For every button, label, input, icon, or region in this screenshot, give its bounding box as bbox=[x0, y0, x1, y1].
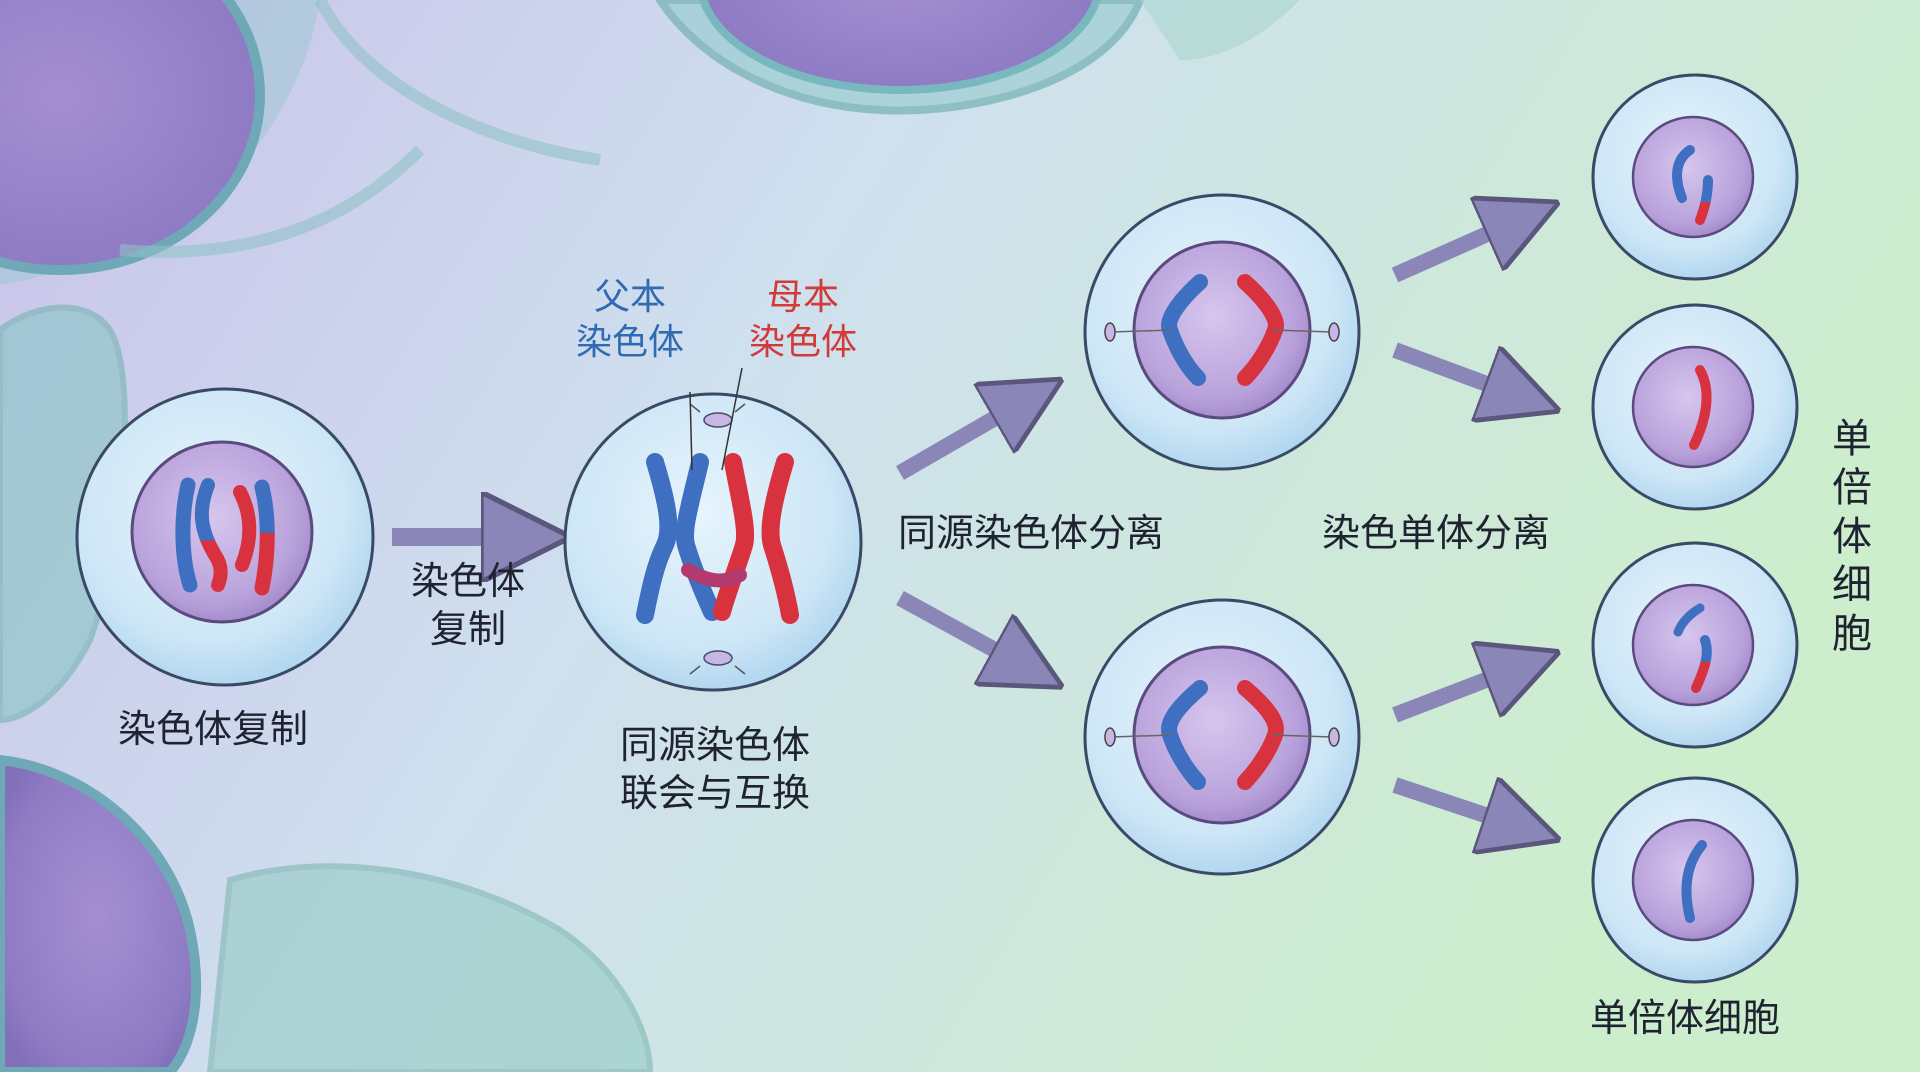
replication-arrow-line-1: 染色体 bbox=[410, 559, 525, 603]
chromosome-red bbox=[254, 479, 275, 596]
maternal-label-line-1: 母本 bbox=[766, 277, 839, 318]
cell-anaphase-upper bbox=[1083, 193, 1361, 471]
crossover bbox=[681, 563, 747, 588]
nucleus bbox=[130, 440, 314, 624]
haploid-cell-2 bbox=[1591, 303, 1799, 511]
bivalent-blue bbox=[675, 453, 721, 621]
arrow-to-upper-cell bbox=[895, 395, 1035, 480]
paternal-label-line-1: 父本 bbox=[593, 277, 666, 318]
haploid-cell-1 bbox=[1591, 73, 1799, 281]
bivalent-red bbox=[761, 453, 799, 624]
synapsis-caption-line-1: 同源染色体 bbox=[619, 723, 810, 767]
centrosome bbox=[703, 412, 733, 428]
haploid-vertical-label: 单倍体细胞 bbox=[1832, 416, 1872, 658]
replication-arrow-line-2: 复制 bbox=[429, 606, 506, 651]
arrow-to-haploid-2 bbox=[1392, 342, 1530, 400]
arrow-to-lower-cell bbox=[896, 590, 1035, 672]
haploid-cell-3 bbox=[1591, 541, 1799, 749]
bivalent-blue bbox=[636, 453, 678, 624]
maternal-label: 母本 染色体 bbox=[733, 275, 873, 365]
cell-replication bbox=[75, 387, 375, 687]
maternal-label-line-2: 染色体 bbox=[748, 322, 857, 363]
haploid-bottom-label: 单倍体细胞 bbox=[1590, 996, 1781, 1040]
arrow-to-haploid-1 bbox=[1391, 215, 1530, 283]
arrow-to-haploid-3 bbox=[1392, 663, 1530, 723]
chromosome-blue bbox=[175, 477, 198, 593]
replication-caption: 染色体复制 bbox=[118, 707, 309, 751]
replication-arrow-label: 染色体 复制 bbox=[398, 558, 538, 653]
bivalent-red bbox=[713, 453, 755, 621]
cell-synapsis bbox=[563, 367, 863, 692]
centrosome bbox=[703, 650, 733, 666]
chromosome-red bbox=[233, 485, 257, 572]
chromosome-blue bbox=[194, 478, 228, 592]
chromatid-separation-label: 染色单体分离 bbox=[1322, 511, 1551, 555]
haploid-cell-4 bbox=[1591, 776, 1799, 984]
synapsis-caption-line-2: 联会与互换 bbox=[619, 770, 810, 815]
paternal-label-line-2: 染色体 bbox=[575, 322, 684, 363]
synapsis-caption: 同源染色体 联会与互换 bbox=[600, 722, 830, 817]
background-tissue bbox=[0, 0, 1300, 1072]
arrow-to-haploid-4 bbox=[1392, 785, 1530, 830]
process-arrows bbox=[392, 215, 1530, 830]
paternal-label: 父本 染色体 bbox=[560, 275, 700, 365]
homolog-separation-label: 同源染色体分离 bbox=[898, 511, 1165, 555]
cell-anaphase-lower bbox=[1083, 598, 1361, 876]
